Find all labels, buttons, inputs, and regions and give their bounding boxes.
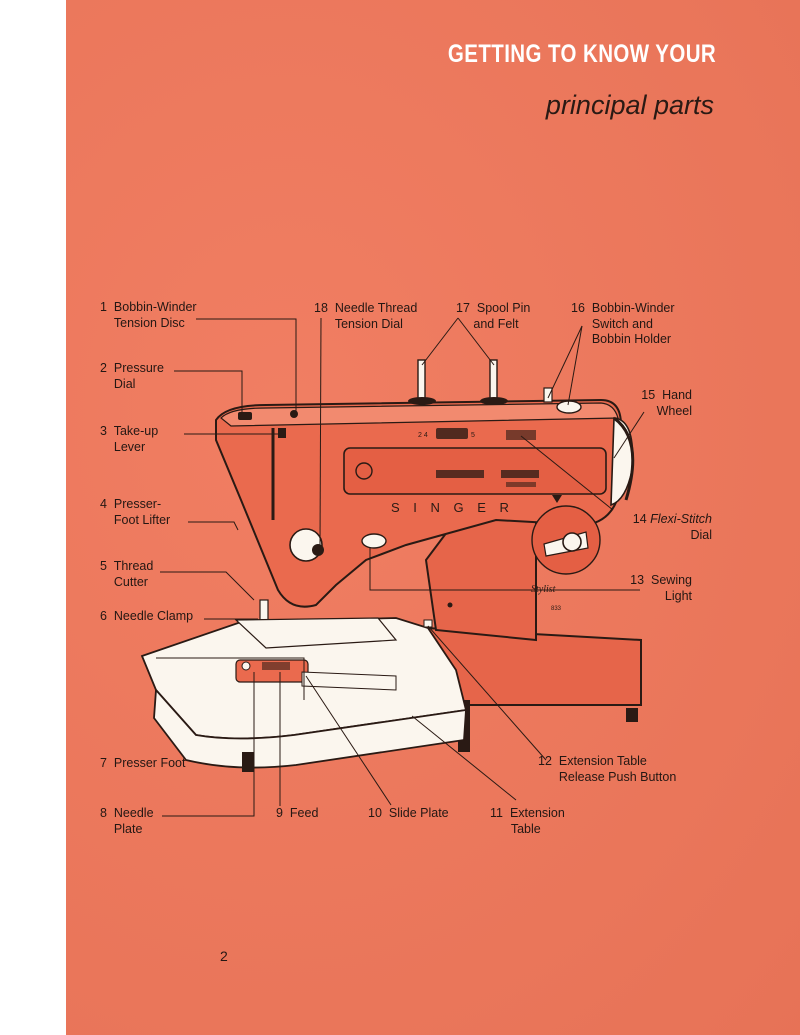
label-slide-plate: 10 Slide Plate (368, 806, 449, 820)
label-needle-clamp: 6 Needle Clamp (100, 609, 194, 623)
sewing-machine-diagram: 2 4 5 (140, 317, 645, 817)
label-pressure-dial: 2 Pressure Dial (100, 361, 164, 391)
sewing-machine-illustration: 2 4 5 (140, 359, 642, 772)
label-hand-wheel: 15 Hand Wheel (641, 388, 692, 418)
svg-text:5: 5 (471, 432, 475, 439)
label-extension-table: 11 Extension Table (490, 806, 565, 836)
label-bobbin-winder-tension-disc: 1 Bobbin-Winder Tension Disc (100, 300, 197, 330)
label-spool-pin-and-felt: 17 Spool Pin and Felt (456, 301, 531, 331)
label-extension-table-release-push-button: 12 Extension Table Release Push Button (538, 754, 677, 784)
label-needle-thread-tension-dial: 18 Needle Thread Tension Dial (314, 301, 418, 331)
manual-page: GETTING TO KNOW YOUR principal parts 2 4 (66, 0, 800, 1035)
label-thread-cutter: 5 Thread Cutter (100, 559, 154, 589)
svg-text:2 4: 2 4 (418, 432, 428, 439)
brand-wordmark: S I N G E R (391, 500, 514, 515)
page-title: GETTING TO KNOW YOUR (447, 40, 716, 68)
page-subtitle: principal parts (545, 90, 714, 120)
label-flexi-stitch-dial: 14 Flexi-Stitch Dial (632, 512, 712, 542)
label-needle-plate: 8 Needle Plate (100, 806, 154, 836)
label-presser-foot-lifter: 4 Presser- Foot Lifter (100, 497, 171, 527)
page-number: 2 (220, 948, 228, 964)
leader-lines (156, 317, 645, 817)
model-number: 833 (551, 606, 562, 612)
label-sewing-light: 13 Sewing Light (630, 573, 692, 603)
label-bobbin-winder-switch: 16 Bobbin-Winder Switch and Bobbin Holde… (571, 301, 675, 346)
label-presser-foot: 7 Presser Foot (100, 756, 186, 770)
label-take-up-lever: 3 Take-up Lever (100, 424, 159, 454)
label-feed: 9 Feed (276, 806, 319, 820)
